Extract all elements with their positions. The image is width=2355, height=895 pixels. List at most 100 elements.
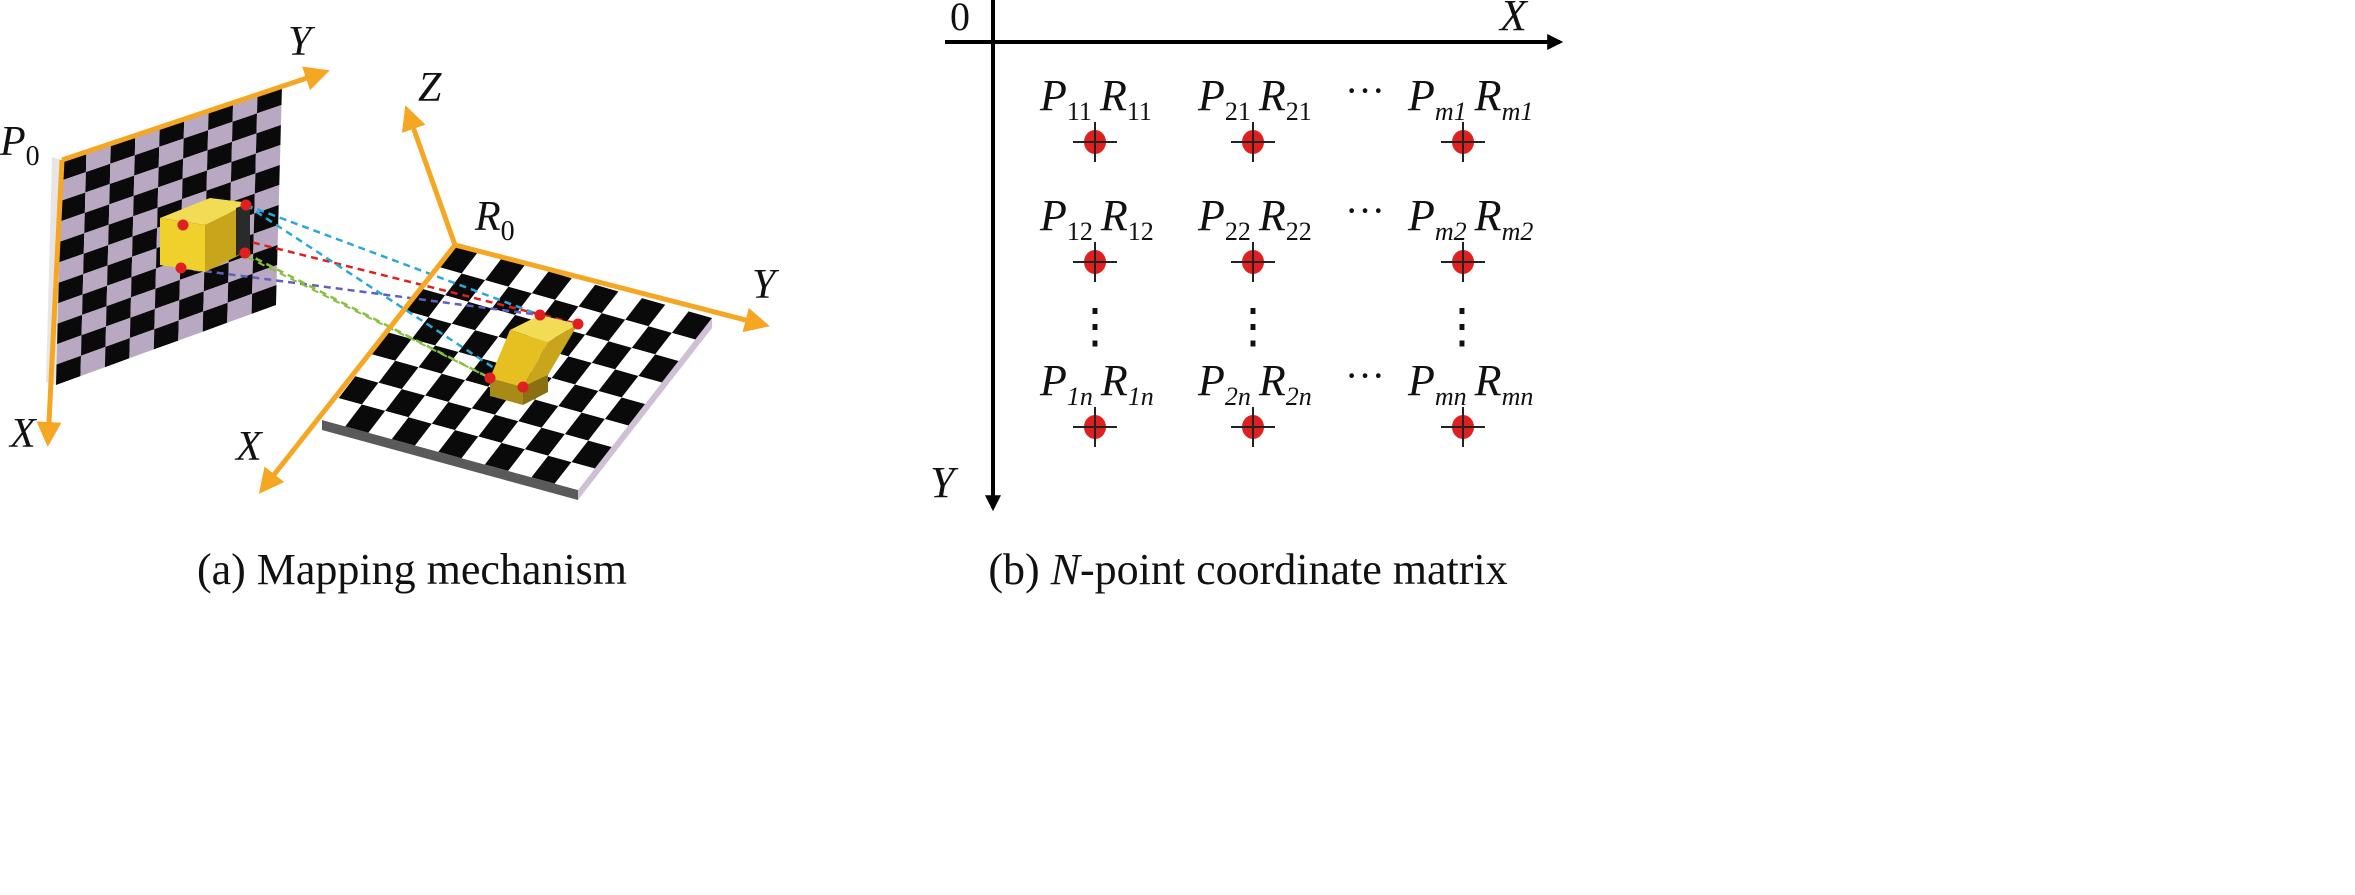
r-x-axis-label: X [234,424,264,470]
r-letter: R [1100,356,1128,405]
checker-square [435,323,476,352]
checker-square [56,335,82,365]
checker-square [485,258,526,287]
checker-square [131,268,156,298]
checker-square [108,195,134,225]
checker-square [179,271,205,301]
checker-square [131,248,157,278]
r-z-axis [401,105,458,246]
r-letter: R [1474,191,1502,240]
checker-square [558,384,599,413]
r-plane-axes [258,105,770,494]
checker-square [130,288,156,318]
checker-square [438,430,479,459]
checker-square [531,455,572,484]
checker-square [83,224,109,254]
checker-square [598,369,639,398]
p-y-axis [61,66,330,163]
r-letter: R [1100,191,1128,240]
checker-square [401,367,442,396]
r-letter: R [1474,356,1502,405]
checker-square [57,314,83,345]
p-letter: P [1407,356,1435,405]
p-plane-axes [36,66,330,447]
checker-square [109,175,135,205]
p-x-axis-label: X [8,411,38,457]
r-subscript: 1n [1128,382,1154,411]
checker-square [438,245,479,274]
x-axis-label: X [1498,0,1529,40]
p-subscript: 2n [1225,382,1251,411]
mapping-line [244,251,491,380]
p-y-axis-label: Y [288,19,316,65]
checker-square [621,376,662,404]
checker-square [575,362,616,391]
p-letter: P [1407,71,1435,120]
panel-a-mapping-mechanism: Y X P0 Z Y X R0 (a) Mapping mechanism [0,19,780,594]
block-bottom-side [523,375,548,405]
checker-square [58,253,84,283]
block-on-vertical-board [160,198,252,274]
checker-square [415,423,455,452]
checker-square [631,326,672,355]
p-subscript: mn [1435,382,1467,411]
checker-square [361,382,402,411]
checker-square [491,286,532,315]
ellipsis-vertical: ⋮ [1071,300,1119,353]
origin-label: 0 [950,0,970,39]
checker-square [230,173,256,203]
p-letter: P [1197,356,1225,405]
checker-square [671,311,712,340]
checker-square [585,313,626,342]
checker-square [85,163,111,193]
p-subscript: 22 [1225,217,1251,246]
checker-square [441,352,482,381]
checker-square [578,284,619,314]
p-letter: P [1039,191,1067,240]
checker-square [133,167,159,196]
checker-square [56,355,81,385]
checker-square [182,170,207,200]
checker-square [251,285,277,314]
checker-square [625,298,666,327]
checker-square [455,408,495,437]
checker-square [178,291,204,321]
checker-square [203,282,229,312]
p-subscript: 12 [1067,217,1093,246]
block-bottom-face [490,378,523,405]
checker-square [106,297,131,327]
caption-italic-n: N [1050,545,1083,594]
checker-square [535,378,575,407]
r-letter: R [1474,71,1502,120]
block-on-horizontal-board [484,309,584,405]
coordinate-marker [1073,407,1117,447]
block-top-face [510,315,578,342]
checker-square [448,380,489,409]
block-top-face [160,198,250,225]
checker-square [254,165,280,194]
checker-square [508,449,549,478]
p-letter: P [1197,191,1225,240]
checker-square [468,280,509,309]
checker-square [82,285,108,315]
checker-square [548,434,589,463]
feature-point [240,199,252,211]
checker-square [80,346,106,377]
checker-square [604,397,645,426]
checker-square [461,251,502,281]
mapping-lines [180,203,579,389]
checker-square [322,398,362,427]
checker-square [60,192,86,222]
checker-square [158,158,184,188]
checker-square [82,265,108,295]
feature-point [484,372,496,384]
block-side-face [523,324,578,387]
block-front-face [490,330,548,387]
p-subscript: 21 [1225,97,1251,126]
r-subscript: 21 [1286,97,1312,126]
